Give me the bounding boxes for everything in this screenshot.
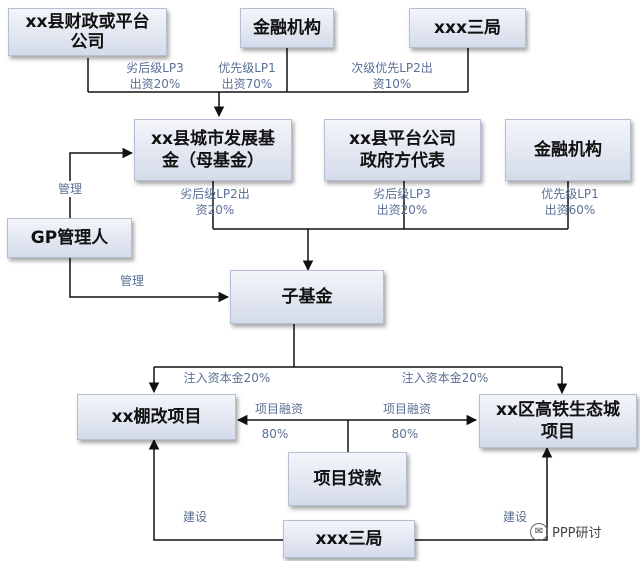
line-build-left bbox=[148, 438, 283, 541]
label-lp3-mid: 劣后级LP3 出资20% bbox=[373, 187, 431, 217]
node-project-loan: 项目贷款 bbox=[288, 452, 407, 506]
node-county-finance: xx县财政或平台 公司 bbox=[8, 8, 167, 56]
label-lp3-top: 劣后级LP3 出资20% bbox=[126, 61, 184, 91]
label-manage-1: 管理 bbox=[42, 181, 98, 197]
node-xxx-bureau-bottom: xxx三局 bbox=[283, 520, 415, 558]
node-xxx-bureau-top: xxx三局 bbox=[409, 8, 526, 48]
node-parent-fund: xx县城市发展基 金（母基金） bbox=[134, 119, 292, 181]
label-inject-left: 注入资本金20% bbox=[183, 371, 271, 385]
watermark-text: PPP研讨 bbox=[552, 526, 602, 541]
wechat-icon: ✉ bbox=[530, 522, 548, 541]
label-pct-right: 80% bbox=[391, 427, 419, 441]
label-lp2-top: 次级优先LP2出 资10% bbox=[351, 61, 433, 91]
label-lp2-mid: 劣后级LP2出 资20% bbox=[180, 187, 250, 217]
label-pct-left: 80% bbox=[261, 427, 289, 441]
node-finance-org-mid: 金融机构 bbox=[505, 119, 631, 181]
label-inject-right: 注入资本金20% bbox=[401, 371, 489, 385]
node-gov-rep: xx县平台公司 政府方代表 bbox=[324, 119, 481, 181]
label-build-left: 建设 bbox=[182, 510, 207, 524]
node-shantytown: xx棚改项目 bbox=[77, 394, 236, 440]
line-build-right bbox=[415, 446, 553, 541]
label-financing-right: 项目融资 bbox=[382, 402, 431, 416]
node-sub-fund: 子基金 bbox=[230, 270, 384, 324]
line-gp-manage-sub bbox=[69, 258, 230, 303]
watermark: ✉ PPP研讨 bbox=[530, 522, 602, 541]
label-lp1-top: 优先级LP1 出资70% bbox=[218, 61, 276, 91]
node-finance-org-top: 金融机构 bbox=[240, 8, 334, 48]
label-financing-left: 项目融资 bbox=[254, 402, 303, 416]
node-eco-city: xx区高铁生态城 项目 bbox=[479, 394, 637, 448]
label-build-right: 建设 bbox=[502, 510, 527, 524]
label-lp1-mid: 优先级LP1 出资60% bbox=[541, 187, 599, 217]
label-manage-2: 管理 bbox=[119, 274, 144, 288]
node-gp-manager: GP管理人 bbox=[7, 218, 132, 258]
